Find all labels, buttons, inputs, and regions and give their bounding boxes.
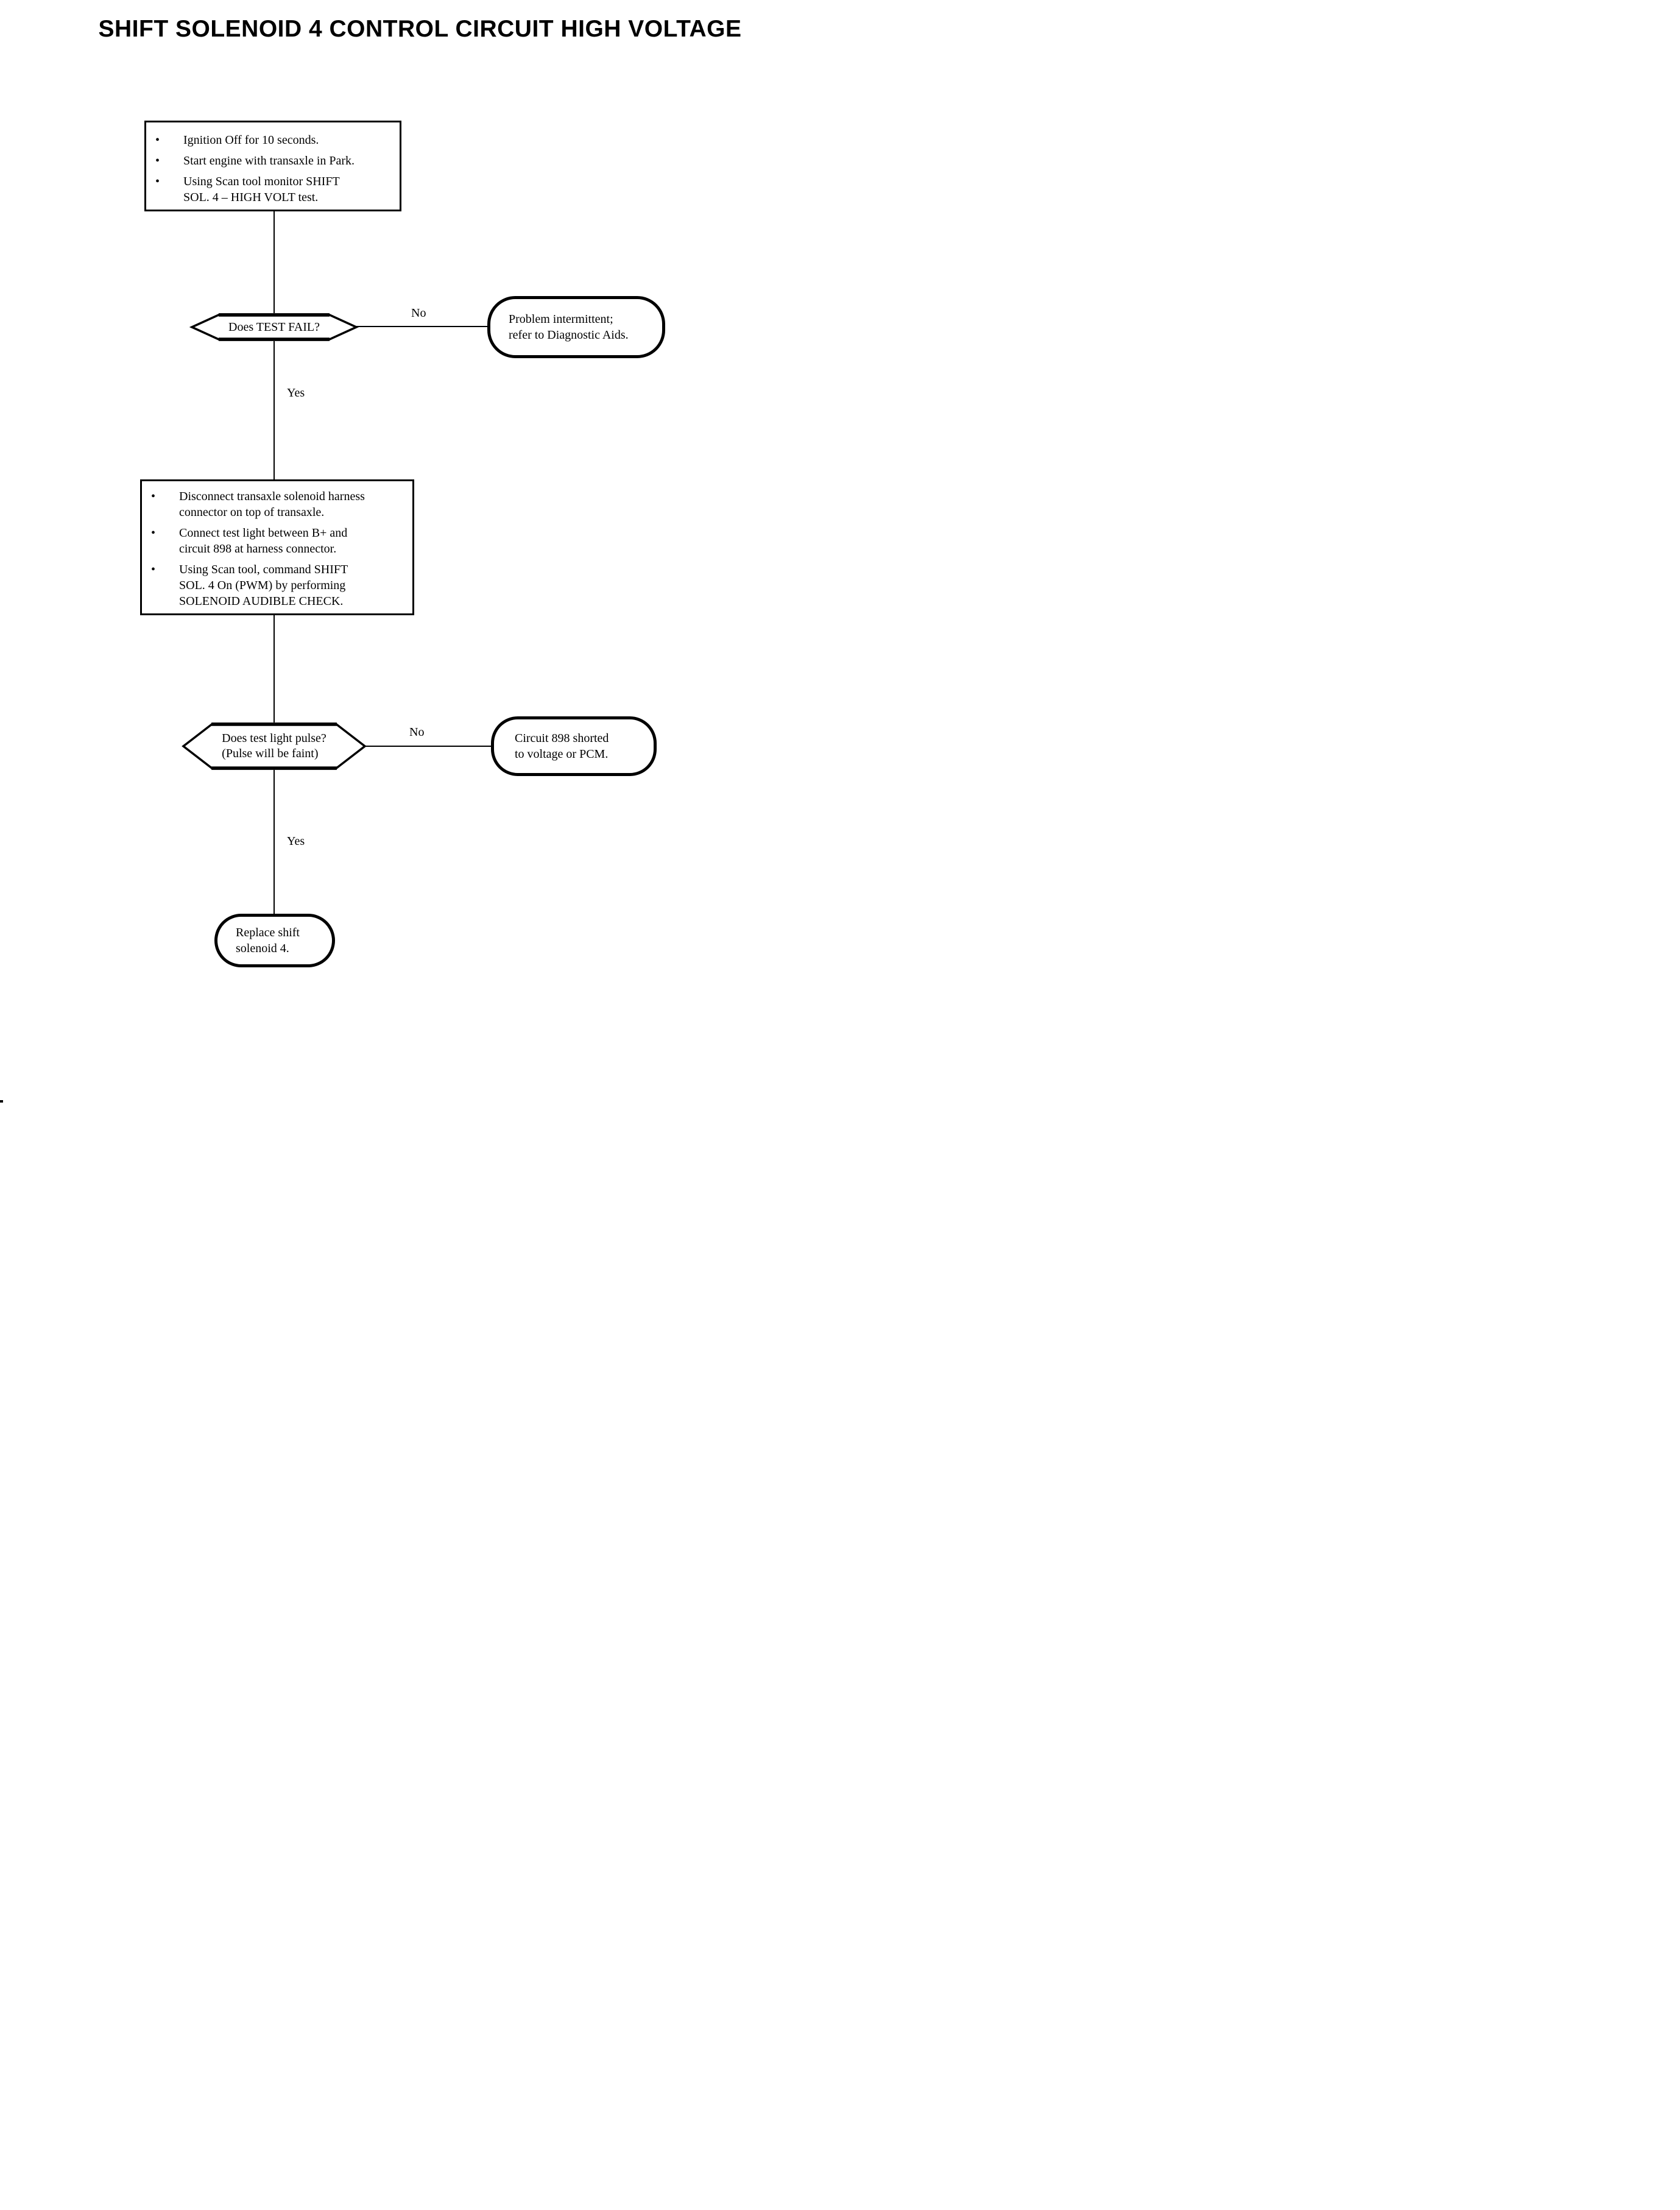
decision2-question-line: Does test light pulse?: [222, 732, 326, 745]
bullet-icon: •: [151, 526, 156, 540]
terminal1-line: Problem intermittent;: [509, 312, 613, 326]
bullet-text: Disconnect transaxle solenoid harness co…: [179, 489, 365, 520]
bullet-line: Ignition Off for 10 seconds.: [183, 133, 319, 147]
edge-label-yes-1: Yes: [287, 386, 305, 400]
bullet-item: • Using Scan tool, command SHIFT SOL. 4 …: [151, 562, 408, 609]
bullet-text: Using Scan tool, command SHIFT SOL. 4 On…: [179, 562, 348, 609]
bullet-icon: •: [155, 133, 160, 147]
terminal1-line: refer to Diagnostic Aids.: [509, 328, 629, 342]
decision2-question-line: (Pulse will be faint): [222, 747, 319, 760]
bullet-icon: •: [151, 563, 156, 576]
decision-does-test-light-pulse: Does test light pulse? (Pulse will be fa…: [182, 722, 367, 770]
decision2-label: Does test light pulse? (Pulse will be fa…: [183, 722, 365, 770]
bullet-text: Connect test light between B+ and circui…: [179, 525, 347, 557]
terminal2-line: to voltage or PCM.: [515, 747, 609, 761]
bullet-line: Using Scan tool monitor SHIFT: [183, 175, 340, 188]
flowchart-page: SHIFT SOLENOID 4 CONTROL CIRCUIT HIGH VO…: [0, 0, 840, 1105]
bullet-text: Using Scan tool monitor SHIFT SOL. 4 – H…: [183, 174, 340, 205]
bullet-icon: •: [155, 154, 160, 168]
bullet-line: circuit 898 at harness connector.: [179, 542, 337, 556]
bullet-icon: •: [151, 490, 156, 503]
terminal3-line: Replace shift: [236, 926, 300, 939]
bullet-line: Connect test light between B+ and: [179, 526, 348, 540]
terminal2-line: Circuit 898 shorted: [515, 732, 609, 745]
bullet-item: • Ignition Off for 10 seconds.: [155, 132, 395, 148]
scan-artifact-speck: [0, 1100, 3, 1103]
bullet-icon: •: [155, 175, 160, 188]
connector-decision1-to-box2: [274, 341, 275, 479]
bullet-item: • Using Scan tool monitor SHIFT SOL. 4 –…: [155, 174, 395, 205]
bullet-text: Ignition Off for 10 seconds.: [183, 132, 319, 148]
hexagon-shape: [182, 722, 367, 770]
decision1-question: Does TEST FAIL?: [228, 320, 320, 334]
edge-label-yes-2: Yes: [287, 835, 305, 848]
step-box-test-light-check: • Disconnect transaxle solenoid harness …: [140, 479, 414, 615]
step-box-initial-test: • Ignition Off for 10 seconds. • Start e…: [144, 121, 401, 211]
connector-box2-to-decision2: [274, 615, 275, 722]
connector-box1-to-decision1: [274, 211, 275, 313]
edge-label-no-2: No: [409, 725, 425, 739]
bullet-line: Using Scan tool, command SHIFT: [179, 563, 348, 576]
connector-decision1-no-branch: [356, 326, 489, 327]
bullet-line: SOL. 4 On (PWM) by performing: [179, 579, 346, 592]
bullet-line: connector on top of transaxle.: [179, 506, 325, 519]
decision-does-test-fail: Does TEST FAIL?: [189, 313, 359, 341]
terminal-replace-shift-solenoid: Replace shift solenoid 4.: [214, 914, 335, 967]
bullet-line: SOLENOID AUDIBLE CHECK.: [179, 595, 344, 608]
decision1-label: Does TEST FAIL?: [191, 313, 357, 341]
connector-decision2-no-branch: [364, 746, 492, 747]
bullet-item: • Connect test light between B+ and circ…: [151, 525, 408, 557]
bullet-line: Start engine with transaxle in Park.: [183, 154, 355, 168]
edge-label-no-1: No: [411, 306, 426, 320]
bullet-line: SOL. 4 – HIGH VOLT test.: [183, 191, 319, 204]
bullet-item: • Start engine with transaxle in Park.: [155, 153, 395, 169]
bullet-line: Disconnect transaxle solenoid harness: [179, 490, 365, 503]
bullet-item: • Disconnect transaxle solenoid harness …: [151, 489, 408, 520]
bullet-text: Start engine with transaxle in Park.: [183, 153, 355, 169]
hexagon-shape: [189, 313, 359, 341]
terminal-circuit-898-shorted: Circuit 898 shorted to voltage or PCM.: [491, 716, 657, 776]
terminal-problem-intermittent: Problem intermittent; refer to Diagnosti…: [487, 296, 665, 358]
connector-decision2-to-terminal3: [274, 770, 275, 914]
terminal3-line: solenoid 4.: [236, 942, 289, 955]
page-title: SHIFT SOLENOID 4 CONTROL CIRCUIT HIGH VO…: [98, 16, 742, 42]
